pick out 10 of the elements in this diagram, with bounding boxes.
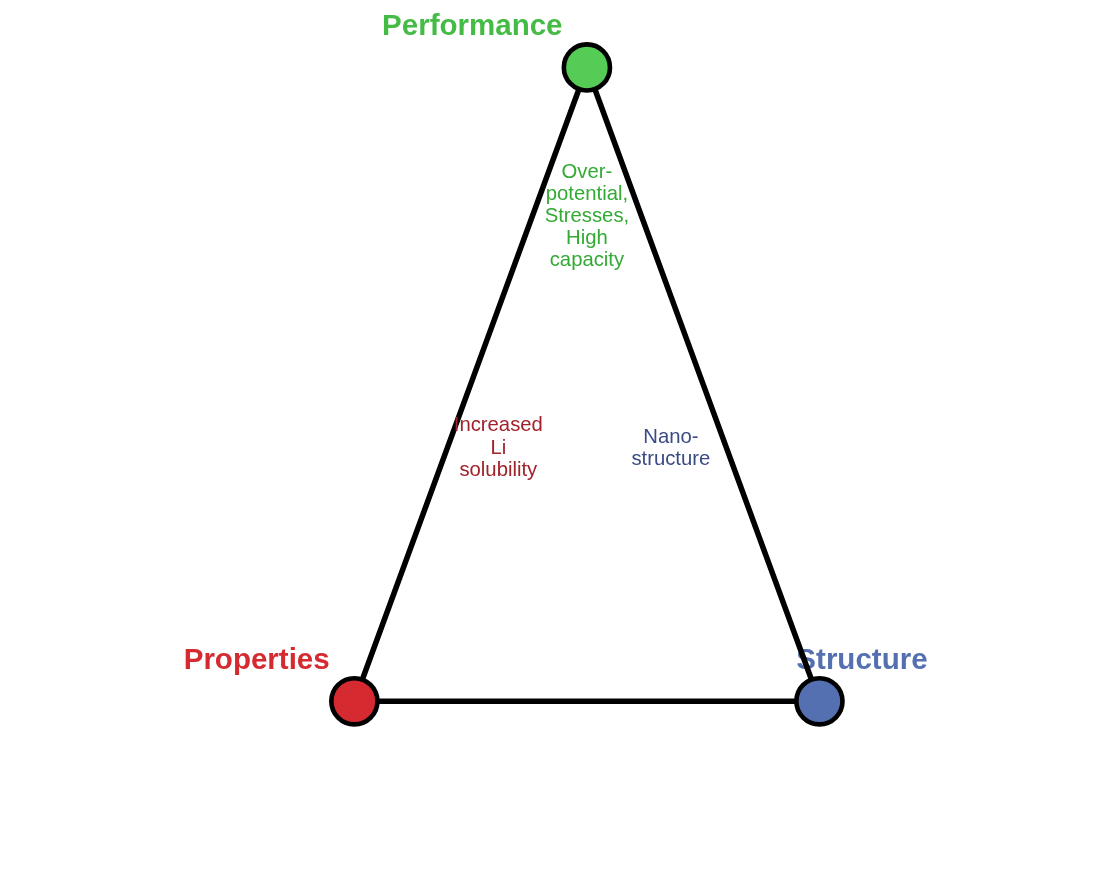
label: Nano- structure bbox=[631, 424, 711, 469]
node-circle bbox=[794, 675, 845, 727]
connector bbox=[592, 88, 815, 681]
connector bbox=[359, 88, 582, 681]
node-label: Properties bbox=[183, 641, 330, 675]
node-circle bbox=[329, 675, 380, 727]
node-circle bbox=[561, 42, 613, 93]
label: Over- potential, Stresses, High capacity bbox=[544, 159, 630, 271]
connector bbox=[377, 698, 797, 705]
node-label: Performance bbox=[382, 7, 563, 41]
